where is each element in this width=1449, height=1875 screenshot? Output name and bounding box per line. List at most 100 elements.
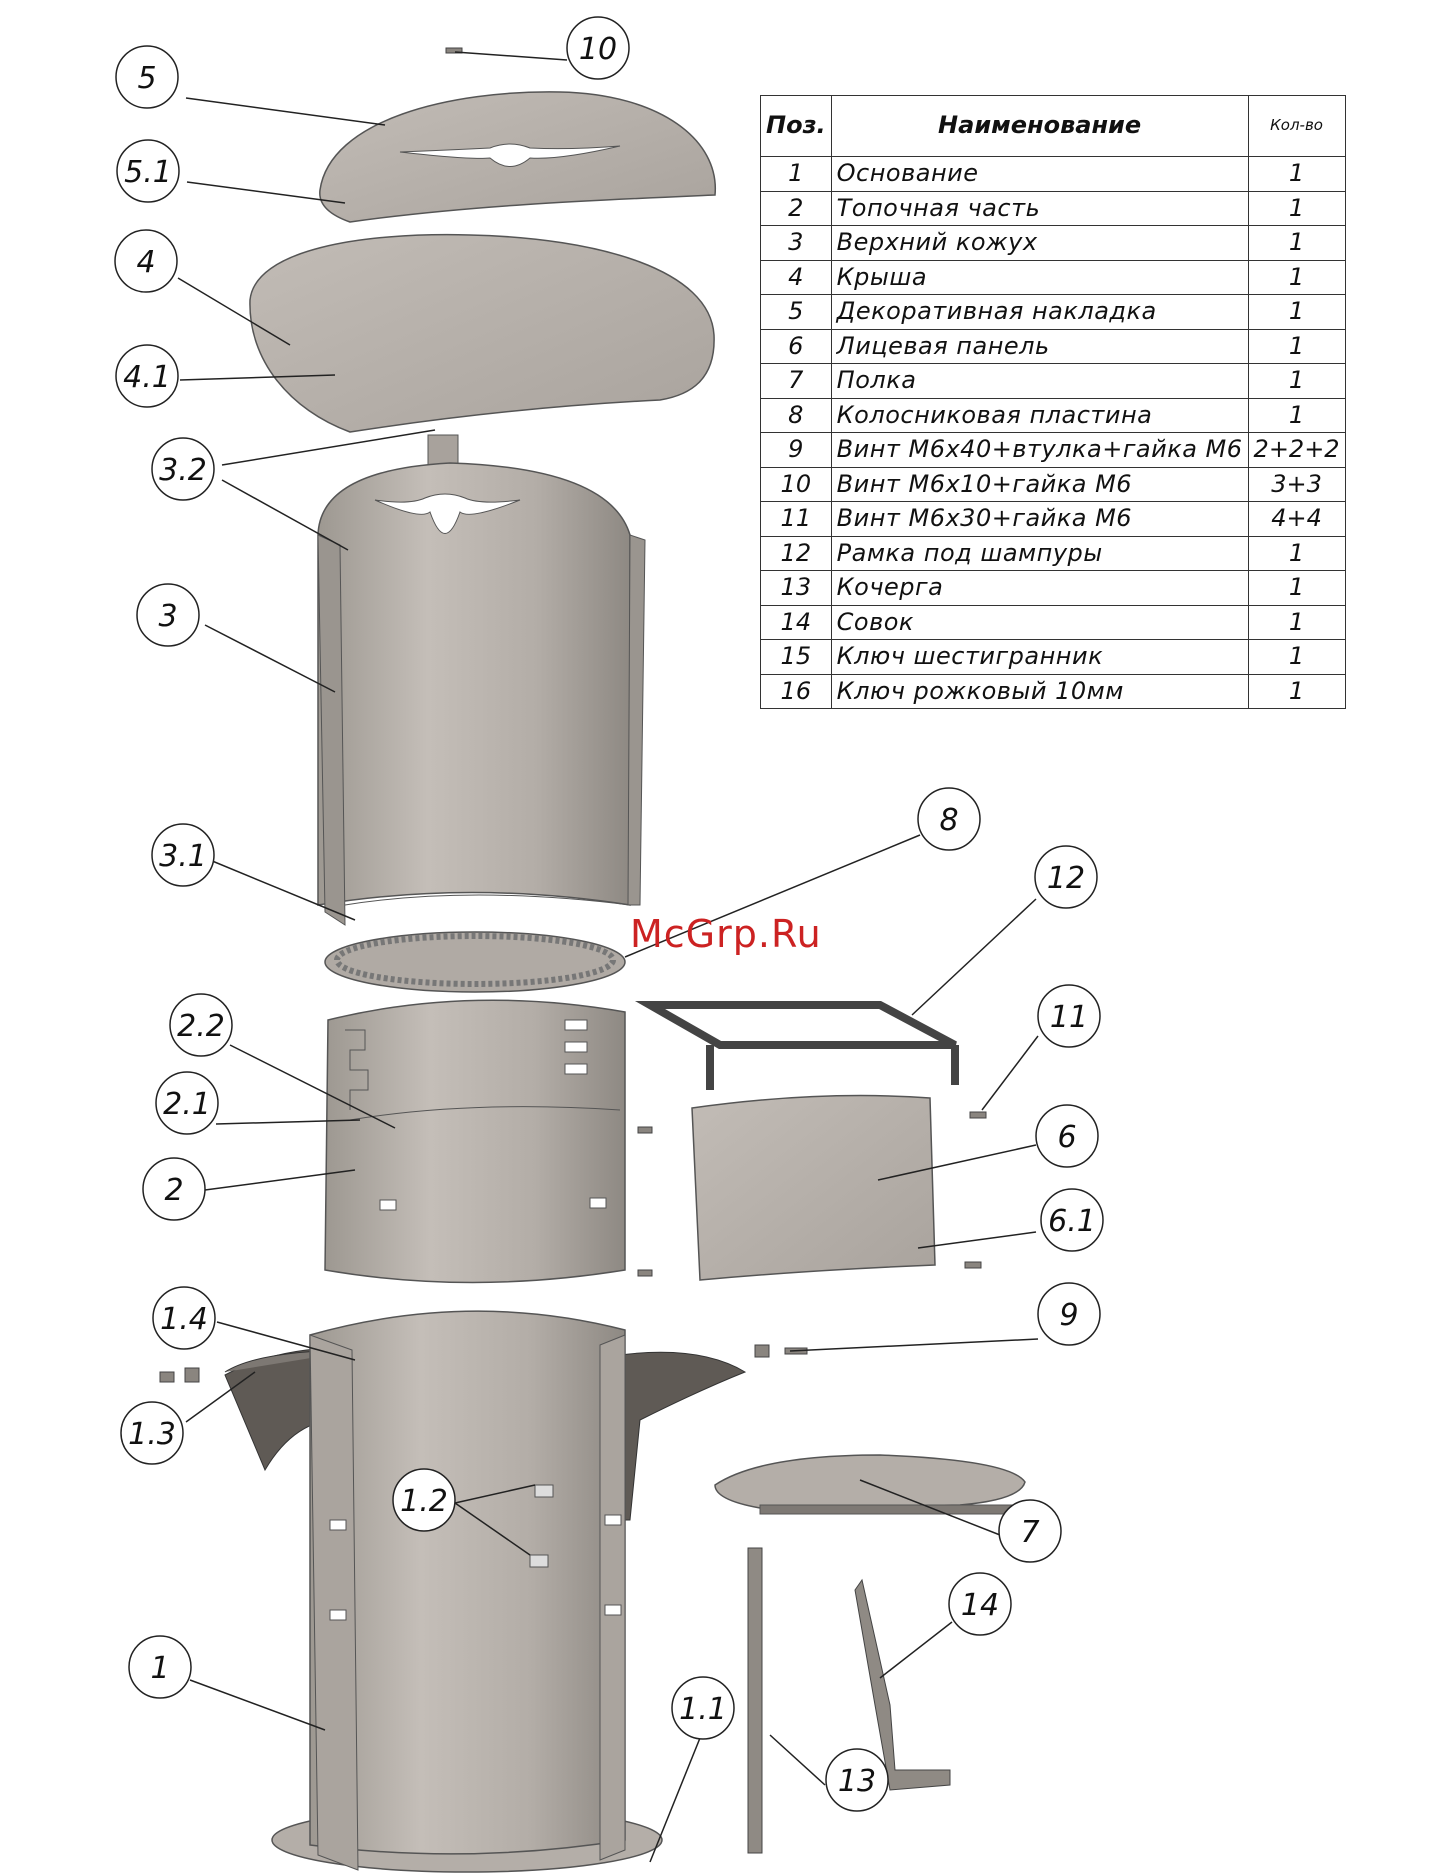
cell-qty: 1: [1247, 363, 1346, 399]
cell-name: Винт М6х30+гайка М6: [830, 501, 1249, 537]
cell-name: Верхний кожух: [830, 225, 1249, 261]
callout-2: 2: [142, 1157, 206, 1221]
svg-text:1: 1: [150, 1651, 169, 1686]
cell-name: Лицевая панель: [830, 328, 1249, 364]
cell-pos: 12: [760, 535, 832, 571]
cell-name: Крыша: [830, 259, 1249, 295]
callout-3-1: 3.1: [151, 823, 215, 887]
part-6-face-panel: [691, 1094, 936, 1281]
cell-qty: 1: [1247, 570, 1346, 606]
svg-text:3.2: 3.2: [159, 453, 207, 488]
cell-name: Ключ шестигранник: [830, 639, 1249, 675]
cell-pos: 9: [760, 432, 832, 468]
callout-9: 9: [1037, 1282, 1101, 1346]
cell-pos: 15: [760, 639, 832, 675]
svg-text:5.1: 5.1: [124, 155, 172, 190]
cell-name: Полка: [830, 363, 1249, 399]
cell-name: Топочная часть: [830, 190, 1249, 226]
callout-5: 5: [115, 45, 179, 109]
svg-text:4.1: 4.1: [123, 360, 171, 395]
cell-name: Рамка под шампуры: [830, 535, 1249, 571]
cell-name: Ключ рожковый 10мм: [830, 673, 1249, 709]
cell-name: Кочерга: [830, 570, 1249, 606]
callout-1-1: 1.1: [671, 1676, 735, 1740]
svg-text:6: 6: [1057, 1120, 1076, 1155]
header-name: Наименование: [830, 95, 1249, 157]
callout-1: 1: [128, 1635, 192, 1699]
cell-pos: 2: [760, 190, 832, 226]
callout-4: 4: [114, 229, 178, 293]
part-12-skewer-frame: [634, 1001, 959, 1090]
cell-qty: 1: [1247, 639, 1346, 675]
svg-text:5: 5: [137, 61, 156, 96]
callout-5-1: 5.1: [116, 139, 180, 203]
callout-1-3: 1.3: [120, 1401, 184, 1465]
cell-pos: 4: [760, 259, 832, 295]
svg-text:2.2: 2.2: [177, 1009, 225, 1044]
part-1-base: [224, 1310, 747, 1873]
cell-pos: 5: [760, 294, 832, 330]
callout-1-4: 1.4: [152, 1286, 216, 1350]
svg-text:7: 7: [1020, 1515, 1039, 1550]
part-5-decorative-overlay: [319, 91, 716, 223]
cell-qty: 1: [1247, 397, 1346, 433]
callout-4-1: 4.1: [115, 344, 179, 408]
svg-text:4: 4: [136, 245, 155, 280]
svg-text:3: 3: [158, 599, 177, 634]
callouts: 10 5 5.1 4 4.1 3.2 3 3.1 8 12 2.2 2.1 2 …: [114, 16, 1104, 1812]
cell-pos: 13: [760, 570, 832, 606]
callout-13: 13: [825, 1748, 889, 1812]
svg-text:1.1: 1.1: [679, 1692, 727, 1727]
svg-text:11: 11: [1050, 1000, 1088, 1035]
cell-pos: 10: [760, 466, 832, 502]
callout-11: 11: [1037, 984, 1101, 1048]
callout-7: 7: [998, 1499, 1062, 1563]
cell-name: Винт М6х40+втулка+гайка М6: [830, 432, 1249, 468]
cell-qty: 1: [1247, 190, 1346, 226]
callout-14: 14: [948, 1572, 1012, 1636]
cell-qty: 4+4: [1247, 501, 1346, 537]
callout-2-2: 2.2: [169, 993, 233, 1057]
callout-6-1: 6.1: [1040, 1188, 1104, 1252]
svg-text:6.1: 6.1: [1048, 1204, 1096, 1239]
svg-text:8: 8: [939, 803, 958, 838]
cell-name: Декоративная накладка: [830, 294, 1249, 330]
callout-8: 8: [917, 787, 981, 851]
callout-12: 12: [1034, 845, 1098, 909]
cell-qty: 1: [1247, 673, 1346, 709]
svg-text:2: 2: [164, 1173, 183, 1208]
cell-qty: 1: [1247, 294, 1346, 330]
cell-qty: 1: [1247, 328, 1346, 364]
cell-pos: 3: [760, 225, 832, 261]
part-2-firebox: [324, 999, 626, 1284]
header-qty: Кол-во: [1247, 95, 1346, 157]
watermark-text: McGrp.Ru: [630, 912, 822, 956]
part-14-scoop: [854, 1578, 951, 1791]
callout-2-1: 2.1: [155, 1071, 219, 1135]
part-4-roof: [249, 233, 715, 433]
cell-pos: 14: [760, 604, 832, 640]
leader-lines: [177, 51, 1039, 1863]
cell-name: Колосниковая пластина: [830, 397, 1249, 433]
callout-1-2: 1.2: [392, 1468, 456, 1532]
part-3-upper-casing: [317, 434, 646, 926]
cell-pos: 11: [760, 501, 832, 537]
svg-text:1.4: 1.4: [160, 1302, 208, 1337]
cell-pos: 6: [760, 328, 832, 364]
part-13-poker: [747, 1547, 763, 1854]
svg-text:1.3: 1.3: [128, 1417, 176, 1452]
cell-name: Винт М6х10+гайка М6: [830, 466, 1249, 502]
cell-name: Совок: [830, 604, 1249, 640]
